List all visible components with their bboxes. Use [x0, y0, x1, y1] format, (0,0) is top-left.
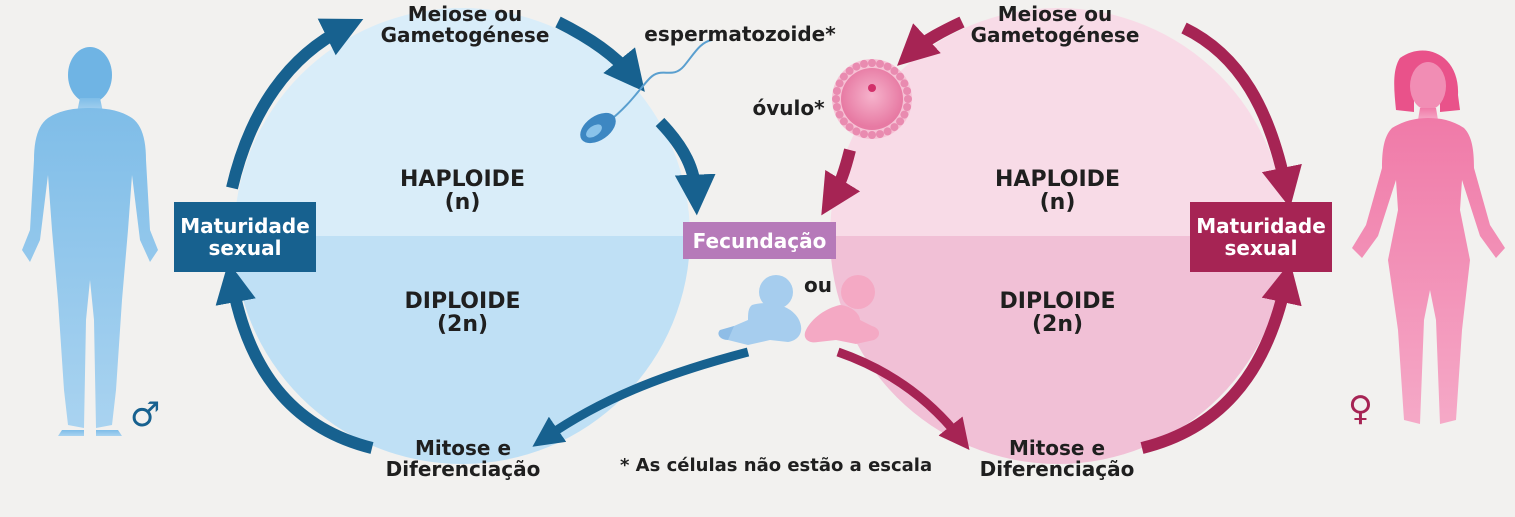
male-cycle-circle — [234, 8, 690, 464]
male-figure-icon — [22, 47, 158, 436]
egg-corona-cell — [839, 72, 848, 81]
egg-corona-cell — [845, 123, 854, 132]
egg-corona-cell — [876, 130, 884, 139]
male-maturidade-box — [174, 202, 316, 272]
egg-corona-cell — [860, 130, 868, 139]
or-label: ou — [804, 273, 832, 297]
female-figure-icon — [1352, 50, 1505, 424]
egg-corona-cell — [868, 131, 876, 139]
male-symbol-icon: ♂ — [130, 395, 161, 435]
egg-corona-cell — [832, 103, 841, 111]
egg-corona-cell — [876, 59, 884, 68]
male-haploide-label: HAPLOIDE(n) — [400, 167, 525, 216]
egg-corona-cell — [852, 62, 861, 71]
footnote: * As células não estão a escala — [620, 455, 933, 476]
egg-corona-cell — [860, 59, 868, 68]
sperm-cell-icon — [580, 39, 713, 144]
male-diploide-label: DIPLOIDE(2n) — [404, 289, 521, 338]
egg-corona-cell — [896, 72, 905, 81]
egg-corona-cell — [868, 59, 876, 67]
sperm-label: espermatozoide* — [644, 22, 836, 46]
egg-cell-icon — [832, 59, 912, 139]
egg-corona-cell — [890, 123, 899, 132]
egg-corona-cell — [890, 66, 899, 75]
female-symbol-icon: ♀ — [1348, 389, 1373, 429]
egg-corona-cell — [845, 66, 854, 75]
egg-corona-cell — [903, 103, 912, 111]
female-maturidade-box — [1190, 202, 1332, 272]
egg-corona-cell — [900, 79, 909, 88]
egg-corona-cell — [835, 79, 844, 88]
fecundacao-label: Fecundação — [692, 228, 827, 253]
egg-corona-cell — [900, 110, 909, 119]
female-cycle-circle — [830, 8, 1286, 464]
egg-label: óvulo* — [752, 96, 825, 120]
fecundacao-box — [683, 222, 836, 259]
female-cycle-arrows — [821, 16, 1302, 454]
egg-corona-cell — [852, 127, 861, 136]
baby-girl-icon — [804, 275, 880, 344]
egg-corona-cell — [839, 117, 848, 126]
egg-corona-cell — [883, 127, 892, 136]
female-diploide-label: DIPLOIDE(2n) — [999, 289, 1116, 338]
female-haploide-label: HAPLOIDE(n) — [995, 167, 1120, 216]
egg-corona-cell — [903, 87, 912, 95]
male-cycle-arrows — [215, 16, 750, 454]
egg-corona-cell — [883, 62, 892, 71]
egg-corona-cell — [835, 110, 844, 119]
egg-corona-cell — [832, 95, 840, 103]
egg-corona-cell — [832, 87, 841, 95]
egg-corona-cell — [904, 95, 912, 103]
egg-corona-cell — [896, 117, 905, 126]
baby-boy-icon — [718, 275, 802, 345]
